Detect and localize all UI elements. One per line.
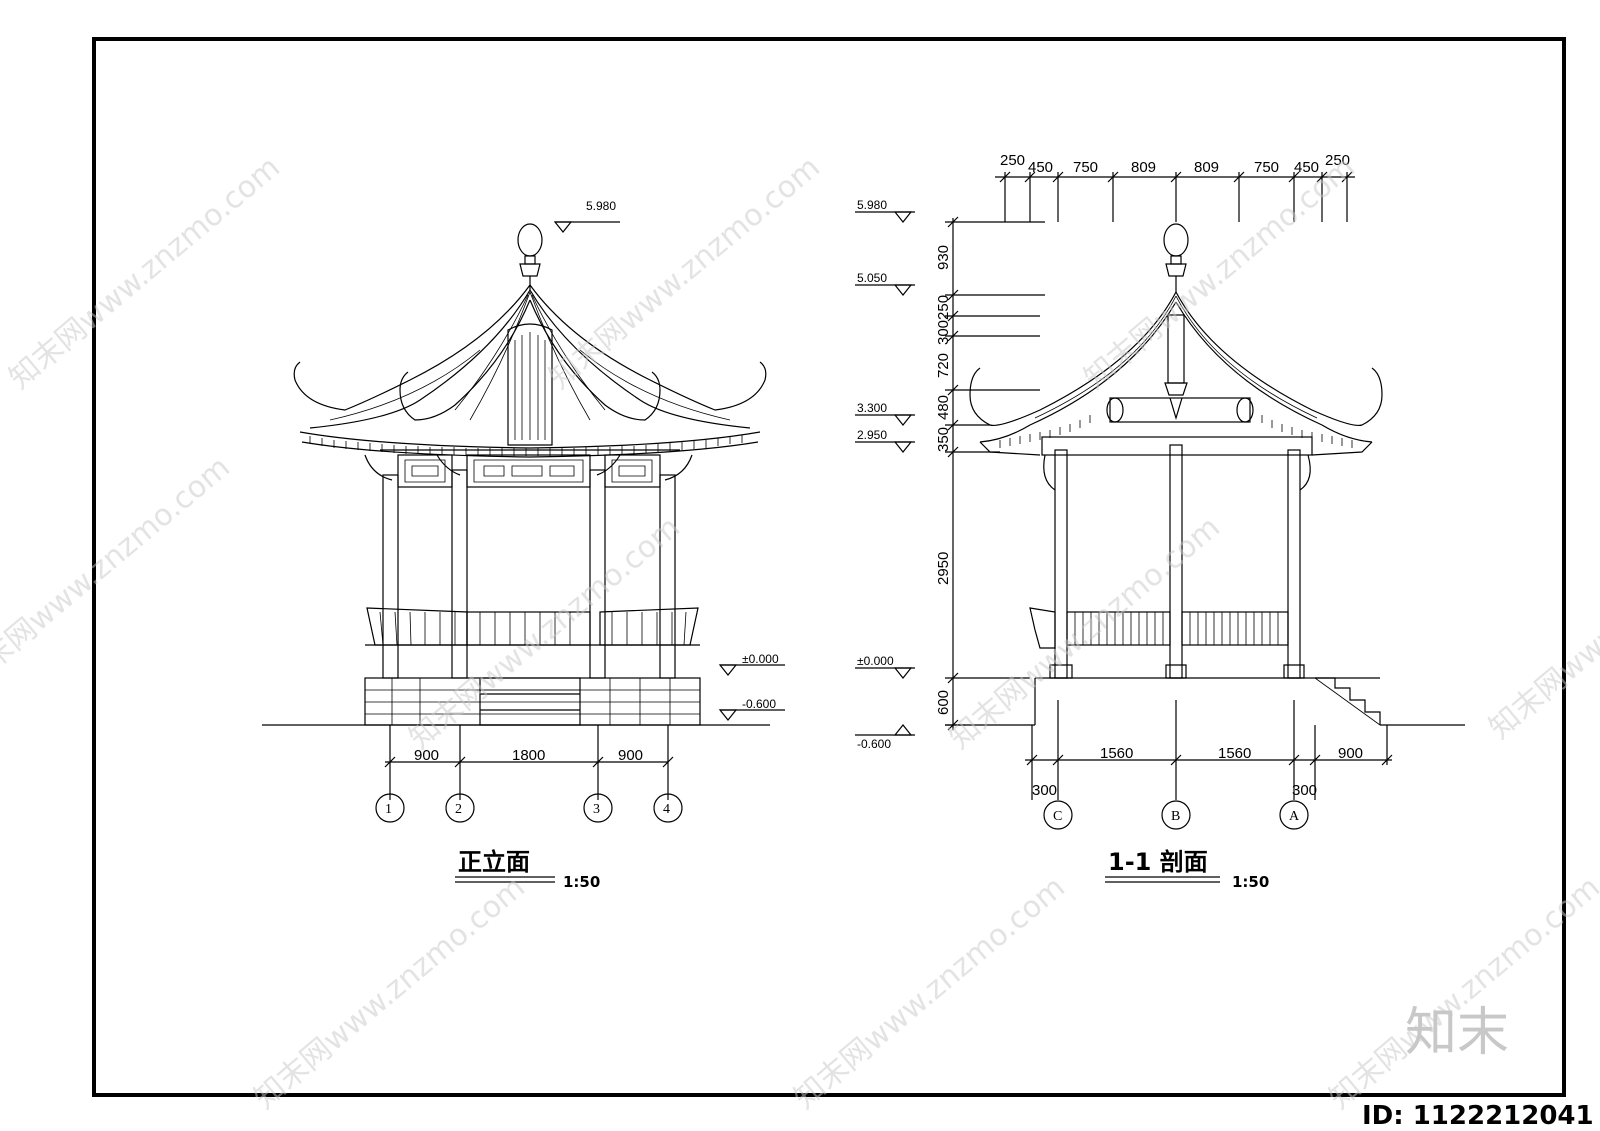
section-top-dim-2: 750	[1073, 159, 1098, 176]
section-offset-right: 300	[1292, 782, 1317, 799]
id-label: ID: 1122212041	[1362, 1101, 1594, 1131]
section-top-dim-7: 250	[1325, 152, 1350, 169]
watermark-text: 知末网www.znzmo.com	[1483, 500, 1600, 746]
section-axis-b: B	[1171, 809, 1180, 824]
section-top-dim-3: 809	[1131, 159, 1156, 176]
section-vdim-6: 600	[935, 690, 952, 715]
front-view-title: 正立面	[458, 848, 530, 876]
section-top-dim-4: 809	[1194, 159, 1219, 176]
front-dim-2: 900	[618, 747, 643, 764]
watermark-text: 知末网www.znzmo.com	[1323, 870, 1600, 1116]
section-vdim-5: 2950	[935, 552, 952, 585]
section-level-3: 2.950	[857, 428, 887, 442]
sheet-border	[92, 37, 1566, 1097]
front-level-1: -0.600	[742, 697, 776, 711]
section-top-dim-0: 250	[1000, 152, 1025, 169]
section-level-5: -0.600	[857, 737, 891, 751]
brand-logo: 知末	[1405, 1003, 1509, 1063]
section-view: 250 450 750 809 809 750 450 250 930 3002…	[855, 152, 1465, 891]
section-vdim-2: 720	[935, 353, 952, 378]
front-level-0: ±0.000	[742, 652, 779, 666]
section-top-dim-1: 450	[1028, 159, 1053, 176]
front-axis-3: 3	[593, 802, 600, 817]
watermark-layer: 知末网www.znzmo.com 知末网www.znzmo.com 知末网www…	[0, 150, 1600, 1116]
section-vdim-0: 930	[935, 245, 952, 270]
front-dim-0: 900	[414, 747, 439, 764]
section-offset-left: 300	[1032, 782, 1057, 799]
section-level-4: ±0.000	[857, 654, 894, 668]
section-top-dim-6: 450	[1294, 159, 1319, 176]
front-dim-1: 1800	[512, 747, 545, 764]
section-axis-a: A	[1289, 809, 1300, 824]
section-level-2: 3.300	[857, 401, 887, 415]
watermark-text: 知末网www.znzmo.com	[3, 150, 287, 396]
front-axis-1: 1	[385, 802, 392, 817]
section-view-title: 1-1 剖面	[1108, 848, 1208, 876]
section-view-scale: 1:50	[1232, 873, 1269, 891]
section-level-1: 5.050	[857, 271, 887, 285]
front-axis-2: 2	[455, 802, 462, 817]
watermark-text: 知末网www.znzmo.com	[543, 150, 827, 396]
front-top-level: 5.980	[586, 199, 616, 213]
section-vdim-3: 480	[935, 395, 952, 420]
section-bottom-dim-2: 900	[1338, 745, 1363, 762]
section-axis-c: C	[1053, 809, 1062, 824]
watermark-text: 知末网www.znzmo.com	[248, 870, 532, 1116]
section-bottom-dim-0: 1560	[1100, 745, 1133, 762]
front-axis-4: 4	[663, 802, 670, 817]
front-elevation: 5.980 ±0.000 -0.600 900 1800 900 1 2 3 4…	[262, 199, 785, 891]
section-vdim-4: 350	[935, 427, 952, 452]
section-bottom-dim-1: 1560	[1218, 745, 1251, 762]
section-top-dim-5: 750	[1254, 159, 1279, 176]
watermark-text: 知末网www.znzmo.com	[943, 510, 1227, 756]
watermark-text: 知末网www.znzmo.com	[403, 510, 687, 756]
section-level-0: 5.980	[857, 198, 887, 212]
section-vdim-1: 300250	[935, 295, 952, 345]
watermark-text: 知末网www.znzmo.com	[1078, 150, 1362, 396]
watermark-text: 知末网www.znzmo.com	[788, 870, 1072, 1116]
watermark-text: 知末网www.znzmo.com	[0, 450, 237, 696]
front-view-scale: 1:50	[563, 873, 600, 891]
